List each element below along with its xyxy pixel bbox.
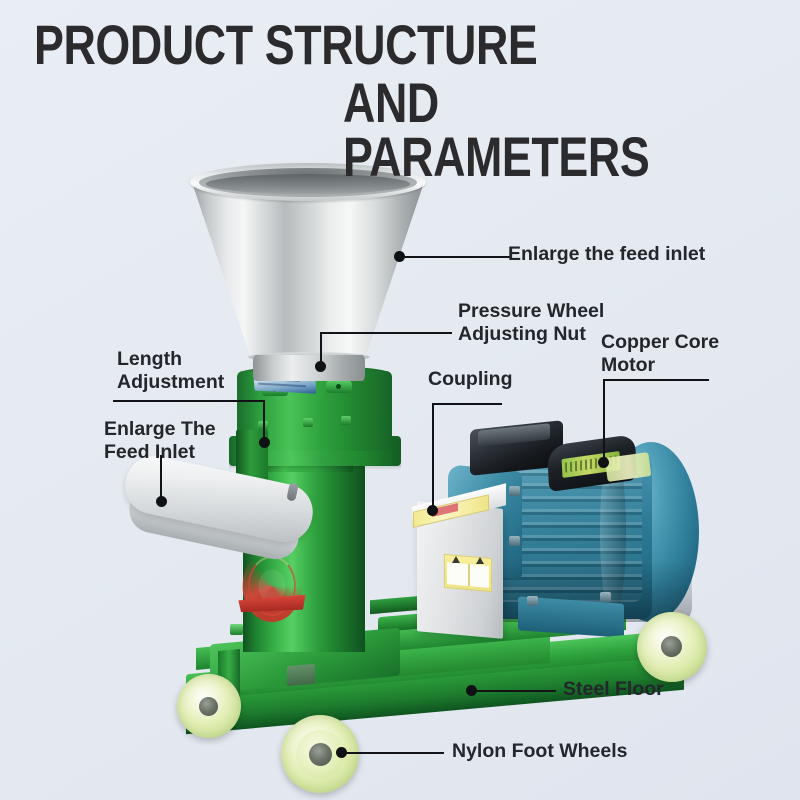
- leader-line-coupling-v: [432, 403, 434, 510]
- leader-line-length-adjustment-h: [113, 400, 265, 402]
- callout-label-enlarge-the-feed-inlet: Enlarge The Feed Inlet: [104, 418, 216, 463]
- leader-line-coupling-h: [432, 403, 502, 405]
- leader-line-pressure-wheel-h: [320, 332, 452, 334]
- callout-label-coupling: Coupling: [428, 368, 513, 390]
- callout-label-steel-floor: Steel Floor: [563, 678, 664, 700]
- leader-dot-coupling: [427, 505, 438, 516]
- leader-dot-steel-floor: [466, 685, 477, 696]
- leader-line-length-adjustment-v: [263, 400, 265, 442]
- warning-triangle-icon: [452, 556, 460, 563]
- leader-line-copper-core-motor-v: [603, 379, 605, 462]
- motor-housing-bolt: [509, 486, 520, 496]
- leader-dot-nylon-foot-wheels: [336, 747, 347, 758]
- leader-line-enlarge-the-feed-inlet: [160, 455, 162, 501]
- leader-dot-copper-core-motor: [598, 457, 609, 468]
- control-box-warning-divider: [468, 563, 470, 587]
- leader-dot-enlarge-the-feed-inlet: [156, 496, 167, 507]
- callout-label-copper-core-motor: Copper Core Motor: [601, 331, 720, 376]
- leader-dot-pressure-wheel: [315, 361, 326, 372]
- base-nut: [230, 624, 243, 635]
- feed-hopper-inner-shade: [206, 174, 410, 194]
- coupling-shaft-guard: [370, 595, 422, 615]
- leader-dot-length-adjustment: [259, 437, 270, 448]
- motor-housing-bolt: [509, 536, 520, 546]
- spec-label-line: [258, 382, 307, 387]
- callout-label-enlarge-feed-inlet: Enlarge the feed inlet: [508, 243, 706, 265]
- nylon-wheel-hub: [309, 743, 332, 766]
- leader-line-copper-core-motor-h: [603, 379, 709, 381]
- callout-label-pressure-wheel-adjusting-nut: Pressure Wheel Adjusting Nut: [458, 300, 605, 345]
- callout-label-length-adjustment: Length Adjustment: [117, 348, 225, 393]
- motor-foot-bolt: [600, 592, 611, 602]
- warning-triangle-icon: [476, 557, 484, 564]
- leader-line-enlarge-feed-inlet: [400, 256, 510, 258]
- leader-line-pressure-wheel-v: [320, 332, 322, 366]
- steel-base-slot: [287, 663, 315, 687]
- leader-line-steel-floor: [474, 690, 556, 692]
- head-bolt: [341, 416, 351, 425]
- adjusting-nut: [336, 384, 341, 389]
- title-line-1: PRODUCT STRUCTURE: [34, 13, 538, 76]
- head-bolt: [303, 418, 313, 427]
- feed-hopper-neck: [253, 355, 365, 381]
- leader-dot-enlarge-feed-inlet: [394, 251, 405, 262]
- leader-line-nylon-foot-wheels: [344, 752, 444, 754]
- callout-label-nylon-foot-wheels: Nylon Foot Wheels: [452, 740, 628, 762]
- title-line-2: AND PARAMETERS: [343, 71, 650, 189]
- nylon-wheel-hub: [661, 636, 682, 657]
- motor-foot-bolt: [527, 596, 538, 606]
- nylon-wheel-hub: [199, 697, 218, 716]
